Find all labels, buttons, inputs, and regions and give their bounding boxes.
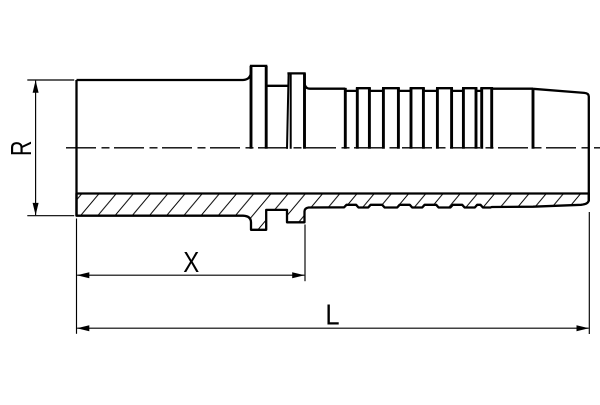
svg-text:L: L — [325, 299, 339, 331]
svg-text:X: X — [183, 247, 199, 279]
svg-text:R: R — [6, 141, 38, 156]
